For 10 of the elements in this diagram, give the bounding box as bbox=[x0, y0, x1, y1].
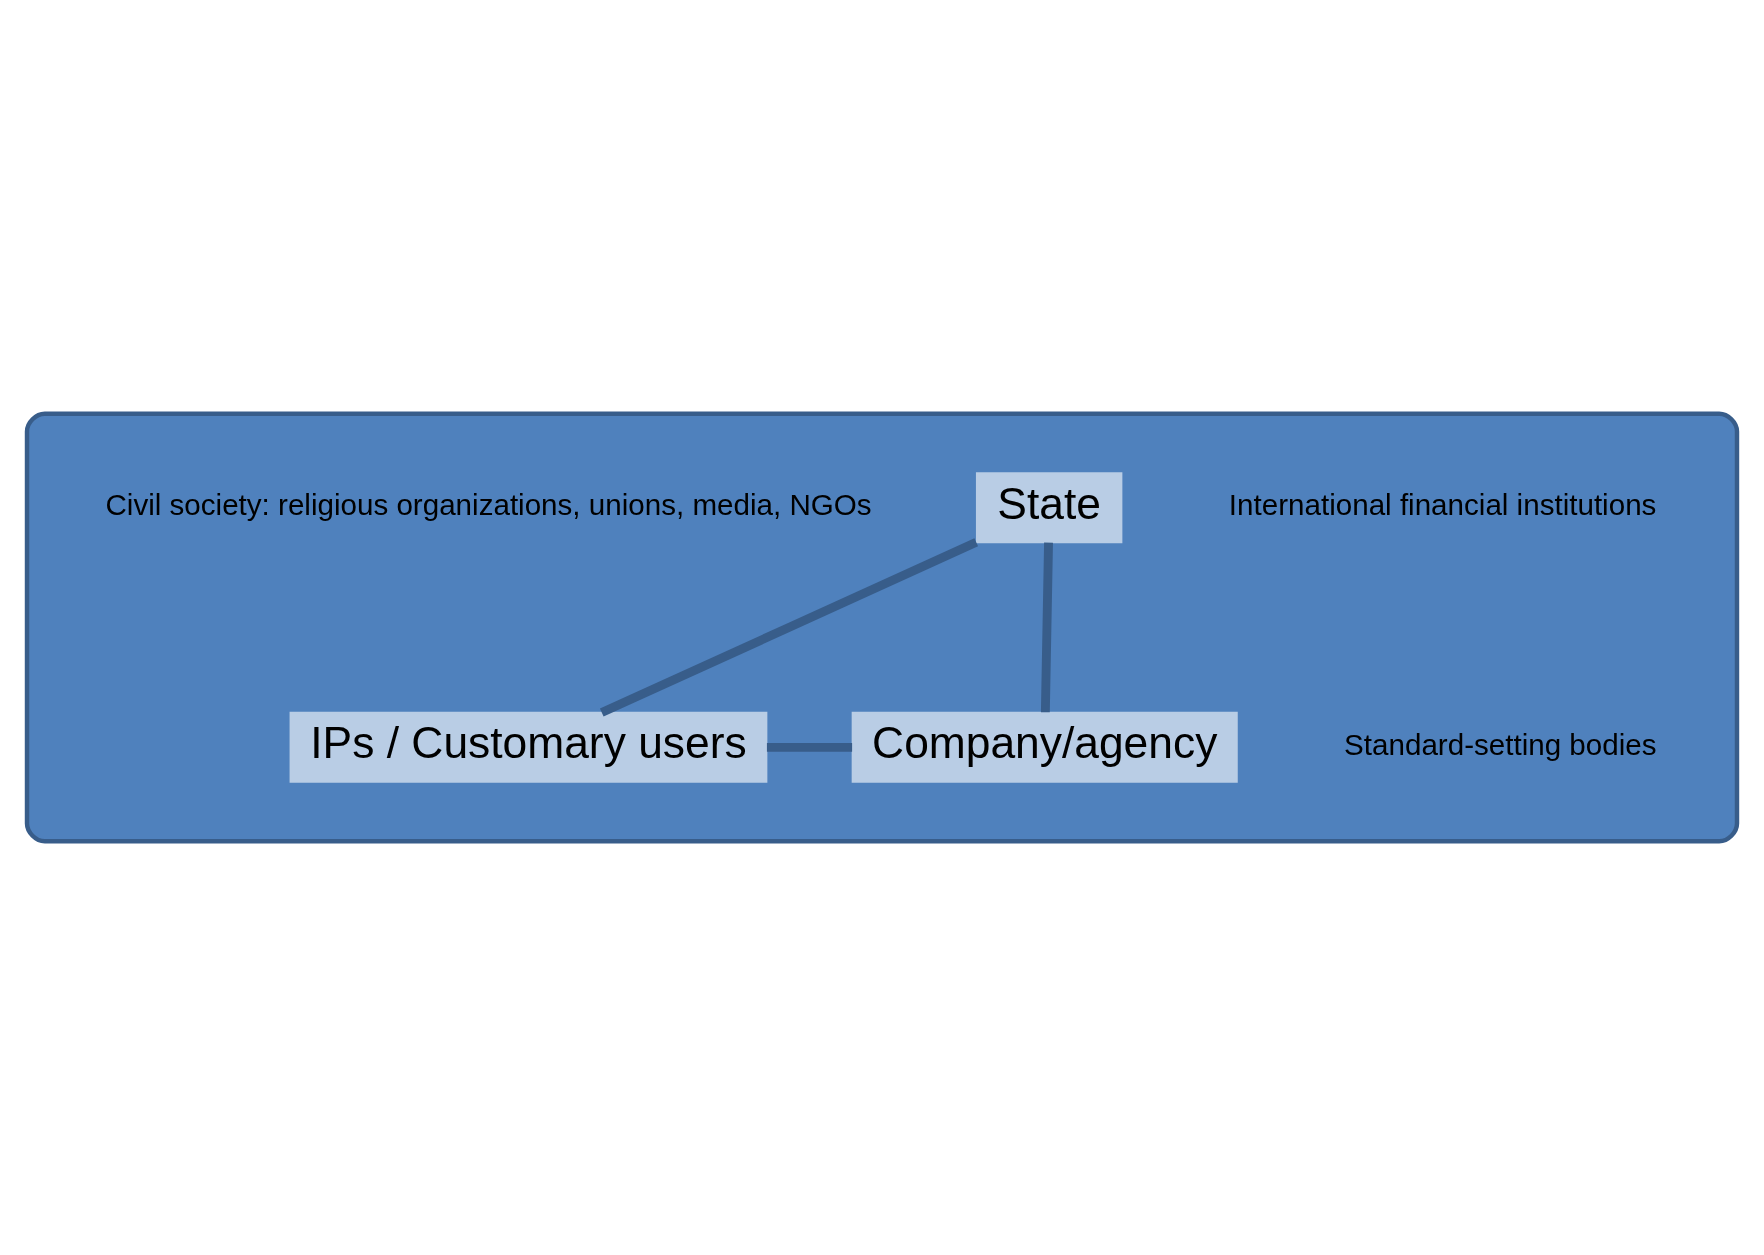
label: Civil society: religious organizations, unions, media, NGOs bbox=[105, 488, 872, 522]
connector bbox=[599, 538, 979, 717]
node-box: IPs / Customary users bbox=[289, 711, 768, 783]
connector bbox=[1040, 542, 1053, 713]
cluster bbox=[24, 411, 1740, 844]
label: Standard-setting bodies bbox=[1344, 727, 1657, 761]
connector bbox=[766, 742, 853, 752]
node-box: Company/agency bbox=[851, 711, 1238, 783]
label: International financial institutions bbox=[1228, 488, 1657, 522]
node-box: State bbox=[975, 472, 1123, 544]
